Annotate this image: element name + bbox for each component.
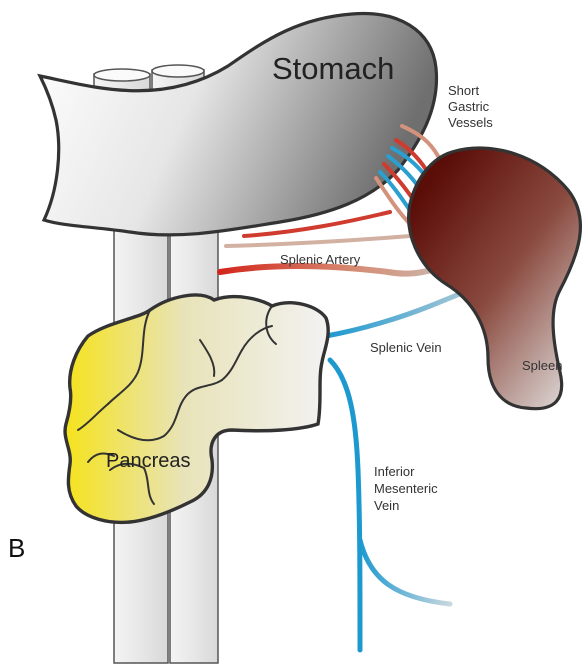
- pancreas: [65, 295, 328, 522]
- short-gastric-label-line-2: Gastric: [448, 99, 490, 114]
- pancreas-label: Pancreas: [106, 450, 191, 472]
- gastric-branch-lower-tan: [226, 236, 410, 246]
- imv-label-line-3: Vein: [374, 498, 399, 513]
- tube-right-top: [152, 65, 204, 77]
- short-gastric-label-line-1: Short: [448, 83, 479, 98]
- inferior-mesenteric-vein-branch: [360, 540, 450, 604]
- panel-label: B: [8, 533, 25, 563]
- splenic-artery: [220, 266, 440, 274]
- imv-label-line-2: Mesenteric: [374, 481, 438, 496]
- stomach-label: Stomach: [272, 51, 394, 86]
- tube-left-top: [94, 69, 150, 81]
- imv-label-line-1: Inferior: [374, 464, 415, 479]
- short-gastric-label-line-3: Vessels: [448, 115, 493, 130]
- splenic-artery-label: Splenic Artery: [280, 252, 361, 267]
- stomach: [40, 13, 437, 234]
- inferior-mesenteric-vein-label: Inferior Mesenteric Vein: [374, 464, 441, 513]
- splenic-vein-label: Splenic Vein: [370, 340, 442, 355]
- spleen-label: Spleen: [522, 358, 562, 373]
- short-gastric-vessels-label: Short Gastric Vessels: [448, 83, 493, 130]
- inferior-mesenteric-vein: [330, 360, 360, 650]
